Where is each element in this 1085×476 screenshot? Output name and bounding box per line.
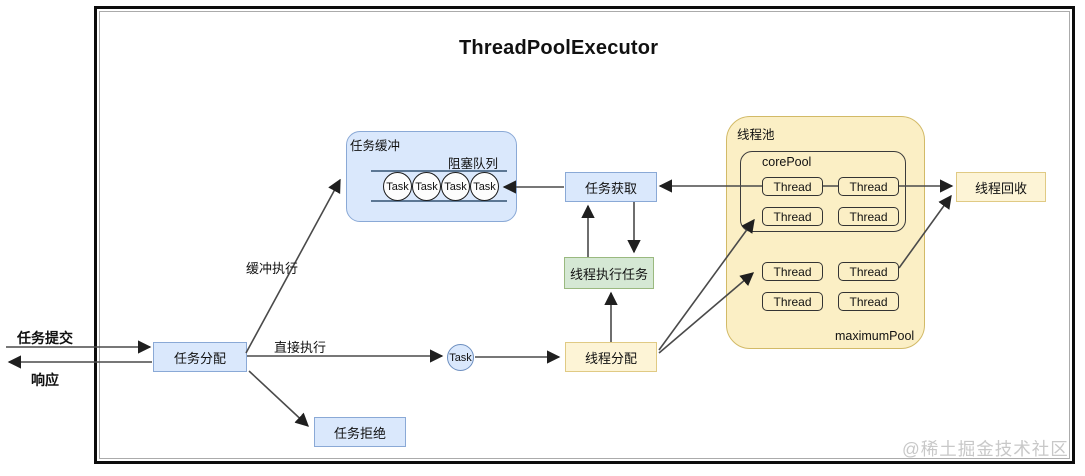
thread-dispatch-box: 线程分配	[565, 342, 657, 372]
max-thread-box: Thread	[838, 292, 899, 311]
core-thread-box: Thread	[762, 177, 823, 196]
thread-execute-task-box: 线程执行任务	[564, 257, 654, 289]
task-dispatch-box: 任务分配	[153, 342, 247, 372]
task-buffer-label: 任务缓冲	[350, 139, 401, 153]
thread-recycle-box: 线程回收	[956, 172, 1046, 202]
direct-execution-label: 直接执行	[274, 340, 327, 355]
queue-bottom-line	[371, 200, 507, 202]
task-fetch-box: 任务获取	[565, 172, 657, 202]
task-submit-label: 任务提交	[17, 330, 73, 346]
thread-pool-label: 线程池	[737, 128, 775, 142]
core-thread-box: Thread	[838, 177, 899, 196]
core-thread-box: Thread	[838, 207, 899, 226]
core-thread-box: Thread	[762, 207, 823, 226]
queue-task-circle: Task	[441, 172, 470, 201]
max-thread-box: Thread	[762, 292, 823, 311]
watermark: @稀土掘金技术社区	[902, 439, 1069, 459]
core-pool-label: corePool	[762, 155, 812, 169]
diagram-title: ThreadPoolExecutor	[459, 37, 659, 59]
queue-task-circle: Task	[383, 172, 412, 201]
maximum-pool-label: maximumPool	[835, 329, 915, 343]
task-reject-box: 任务拒绝	[314, 417, 406, 447]
blocking-queue-label: 阻塞队列	[448, 157, 499, 171]
max-thread-box: Thread	[838, 262, 899, 281]
outer-frame	[94, 6, 1075, 464]
response-label: 响应	[31, 372, 59, 388]
max-thread-box: Thread	[762, 262, 823, 281]
queue-top-line	[371, 170, 507, 172]
task-circle: Task	[447, 344, 474, 371]
buffered-execution-label: 缓冲执行	[246, 261, 299, 276]
queue-task-circle: Task	[470, 172, 499, 201]
queue-task-circle: Task	[412, 172, 441, 201]
